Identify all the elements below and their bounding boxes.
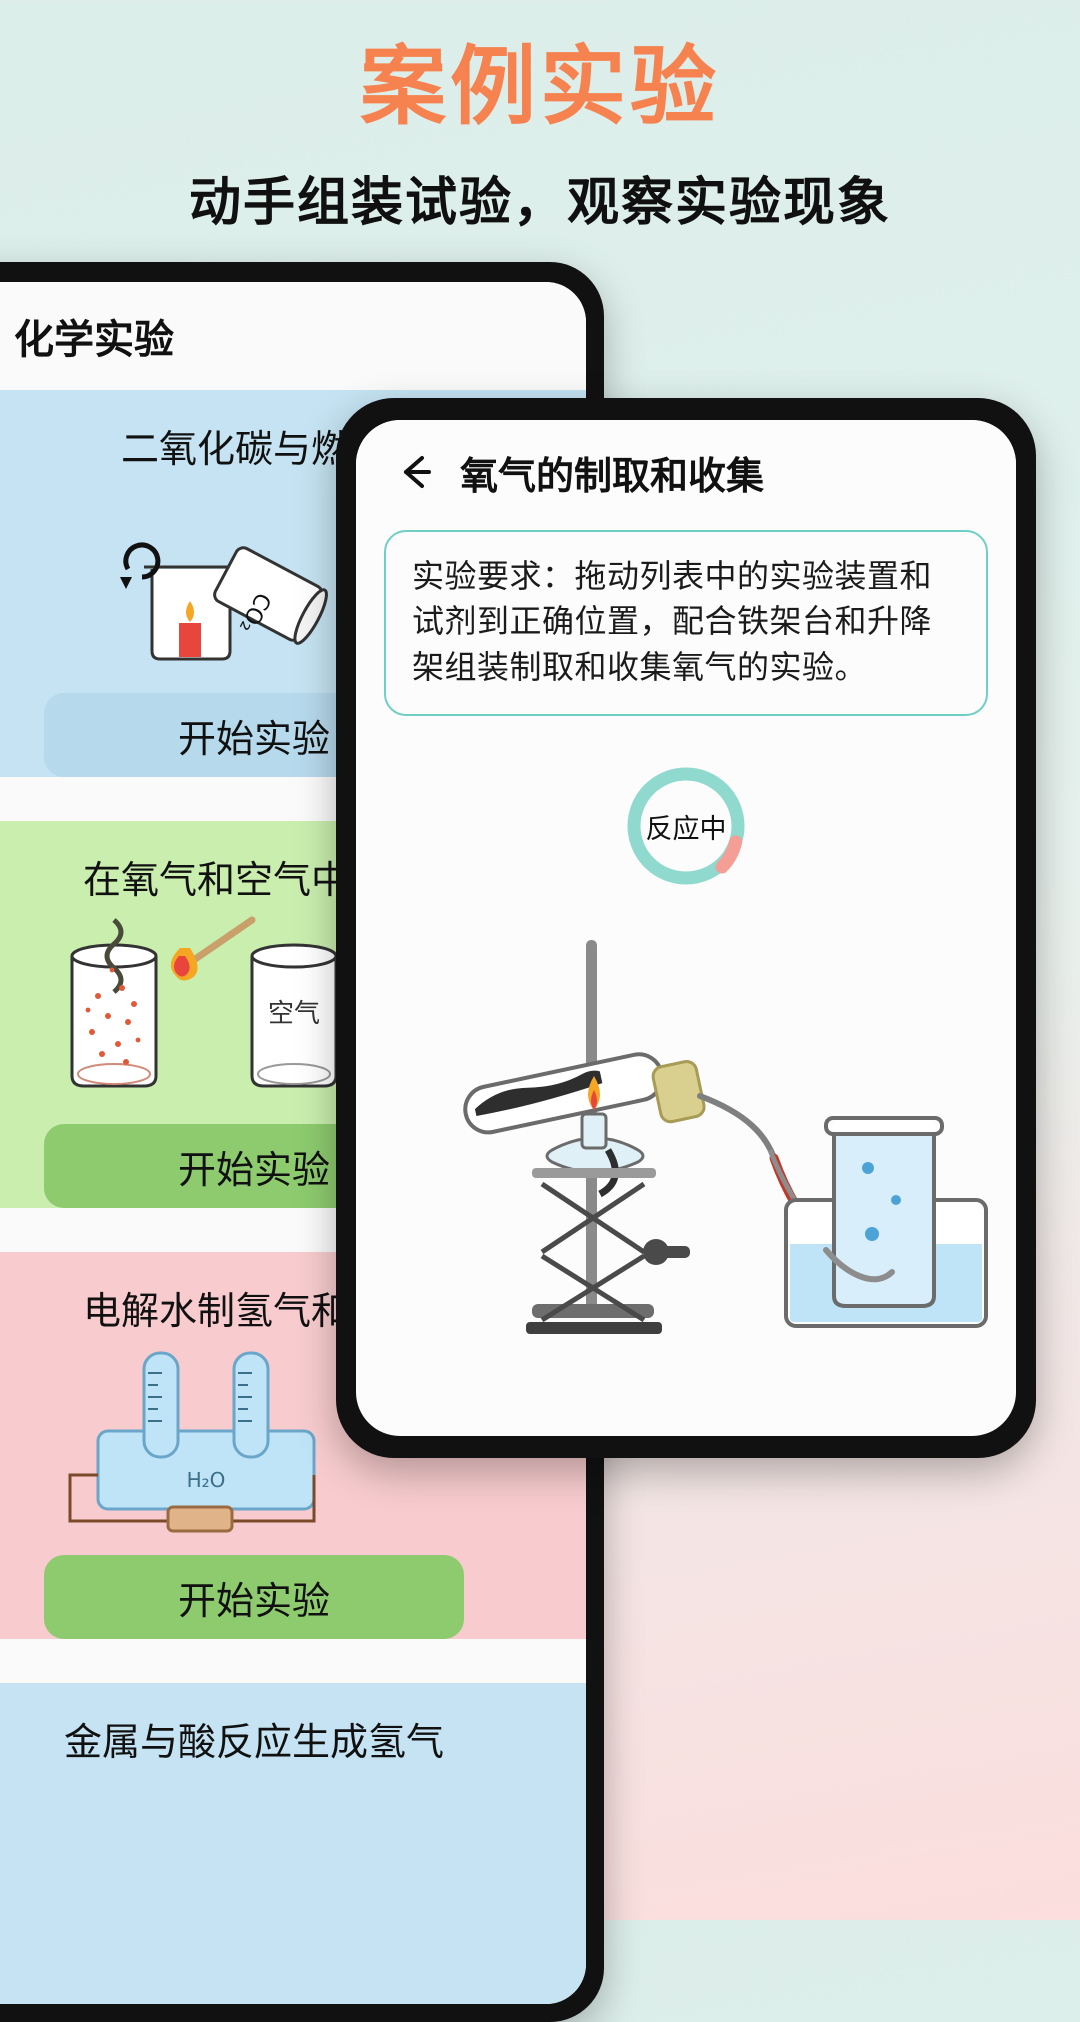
instruction-text: 实验要求：拖动列表中的实验装置和试剂到正确位置，配合铁架台和升降架组装制取和收集…: [412, 557, 933, 686]
card-divider: [0, 1665, 586, 1683]
start-experiment-button[interactable]: 开始实验: [44, 1986, 464, 2004]
progress-ring-wrap: 反应中: [356, 762, 1016, 890]
back-phone-title: 化学实验: [14, 317, 174, 363]
page-title: 案例实验: [360, 37, 720, 137]
reaction-progress-ring: 反应中: [622, 762, 750, 890]
experiment-card-art: 空气: [0, 904, 586, 1114]
promo-header: 案例实验 动手组装试验，观察实验现象: [0, 0, 1080, 235]
front-phone-title: 氧气的制取和收集: [460, 453, 765, 498]
instruction-box: 实验要求：拖动列表中的实验装置和试剂到正确位置，配合铁架台和升降架组装制取和收集…: [384, 530, 988, 717]
apparatus-stage[interactable]: [356, 900, 1016, 1436]
experiment-card-art: [0, 1766, 586, 1976]
arrow-left-icon[interactable]: [382, 450, 452, 494]
experiment-card-title: 金属与酸反应生成氢气: [63, 1720, 444, 1764]
front-phone-appbar: 氧气的制取和收集: [356, 420, 1016, 524]
svg-text:H₂O: H₂O: [187, 1468, 226, 1492]
front-phone-screen: 氧气的制取和收集 实验要求：拖动列表中的实验装置和试剂到正确位置，配合铁架台和升…: [356, 420, 1016, 1436]
experiment-card-art: H₂O: [0, 1335, 586, 1545]
start-experiment-button[interactable]: 开始实验: [44, 1555, 464, 1639]
progress-ring-label: 反应中: [645, 813, 727, 845]
back-phone-appbar: 化学实验: [0, 282, 586, 390]
svg-text:空气: 空气: [268, 999, 320, 1029]
page-subtitle: 动手组装试验，观察实验现象: [188, 173, 891, 234]
experiment-card-art: CO₂: [0, 473, 586, 683]
rotate-icon: [120, 542, 161, 589]
experiment-card[interactable]: 金属与酸反应生成氢气 开始实验: [0, 1683, 586, 2004]
arrow-left-icon[interactable]: [0, 313, 14, 359]
front-phone-device: 氧气的制取和收集 实验要求：拖动列表中的实验装置和试剂到正确位置，配合铁架台和升…: [336, 398, 1036, 1458]
